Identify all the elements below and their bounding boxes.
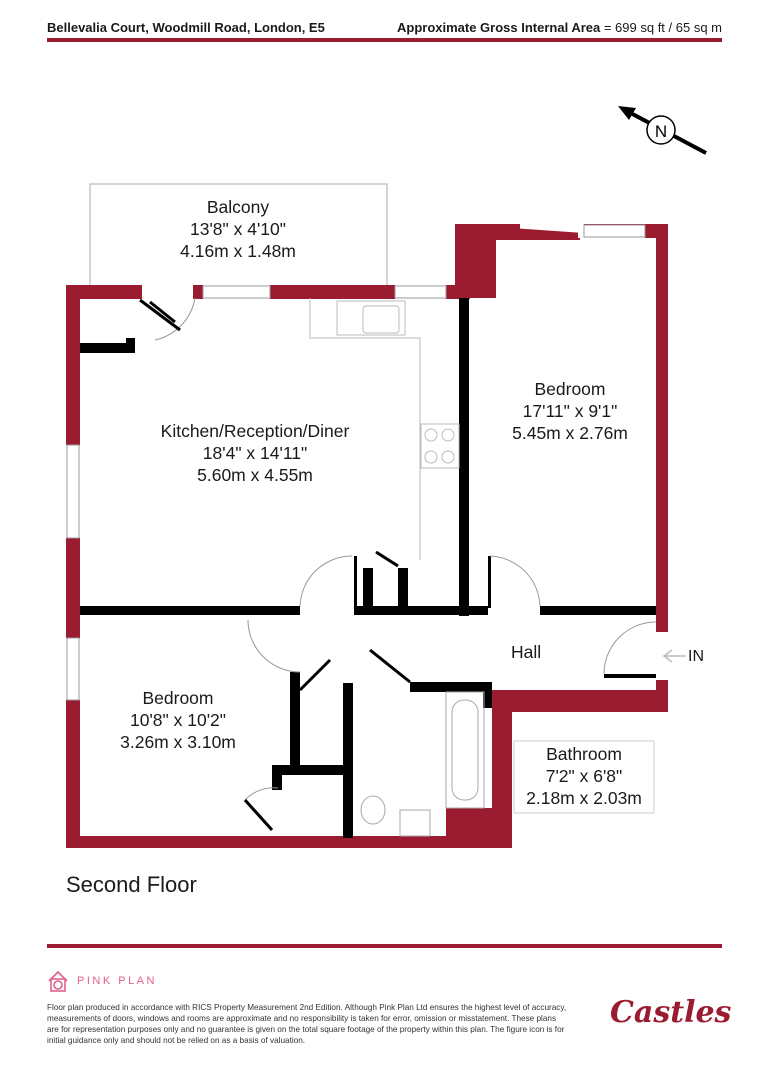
- bathroom-label-box: [513, 740, 655, 814]
- room-name: Bedroom: [142, 688, 214, 708]
- floor-plan: N: [66, 106, 707, 848]
- room-size-imperial: 10'8" x 10'2": [130, 710, 226, 730]
- property-address: Bellevalia Court, Woodmill Road, London,…: [47, 20, 325, 35]
- entrance-arrow-icon: [662, 649, 686, 663]
- room-size-metric: 3.26m x 3.10m: [120, 732, 236, 752]
- room-kitchen-reception-diner: Kitchen/Reception/Diner 18'4" x 14'11" 5…: [130, 420, 380, 486]
- pink-plan-text: PINK PLAN: [77, 975, 157, 987]
- north-arrow-icon: N: [618, 106, 707, 155]
- door-swings: [154, 297, 657, 801]
- gross-internal-area: Approximate Gross Internal Area = 699 sq…: [397, 20, 722, 35]
- floor-label: Second Floor: [66, 872, 197, 897]
- pink-plan-brand: PINK PLAN: [47, 968, 157, 994]
- balcony-outline: [89, 183, 388, 286]
- external-walls: [66, 224, 668, 848]
- room-bedroom-1: Bedroom 17'11" x 9'1" 5.45m x 2.76m: [480, 378, 660, 444]
- room-size-metric: 2.18m x 2.03m: [526, 788, 642, 808]
- bathroom-fittings: [360, 691, 485, 837]
- room-name: Bathroom: [546, 744, 622, 764]
- room-balcony: Balcony 13'8" x 4'10" 4.16m x 1.48m: [128, 196, 348, 262]
- room-size-imperial: 13'8" x 4'10": [190, 219, 286, 239]
- room-hall: Hall: [511, 642, 542, 662]
- room-size-metric: 5.45m x 2.76m: [512, 423, 628, 443]
- room-name: Kitchen/Reception/Diner: [160, 421, 350, 441]
- header-divider: [47, 38, 722, 42]
- kitchen-units: [309, 298, 460, 560]
- castles-logo: Castles: [610, 995, 732, 1030]
- room-bedroom-2: Bedroom 10'8" x 10'2" 3.26m x 3.10m: [88, 687, 268, 753]
- disclaimer: Floor plan produced in accordance with R…: [47, 1003, 567, 1045]
- svg-text:N: N: [655, 122, 667, 141]
- windows: [66, 224, 646, 701]
- internal-walls: [80, 298, 656, 838]
- room-size-imperial: 17'11" x 9'1": [522, 401, 618, 421]
- area-label: Approximate Gross Internal Area: [396, 20, 601, 35]
- room-name: Bedroom: [534, 379, 606, 399]
- room-size-metric: 4.16m x 1.48m: [180, 241, 296, 261]
- room-name: Balcony: [206, 197, 270, 217]
- pink-plan-logo-icon: [48, 970, 68, 992]
- room-size-imperial: 7'2" x 6'8": [545, 766, 623, 786]
- room-size-metric: 5.60m x 4.55m: [197, 465, 313, 485]
- door-leaves: [139, 298, 411, 832]
- entrance-label: IN: [688, 648, 704, 665]
- area-value: = 699 sq ft / 65 sq m: [600, 20, 722, 35]
- footer-divider: [47, 944, 722, 948]
- room-size-imperial: 18'4" x 14'11": [202, 443, 308, 463]
- room-bathroom: Bathroom 7'2" x 6'8" 2.18m x 2.03m: [514, 743, 654, 809]
- header: Bellevalia Court, Woodmill Road, London,…: [47, 18, 722, 42]
